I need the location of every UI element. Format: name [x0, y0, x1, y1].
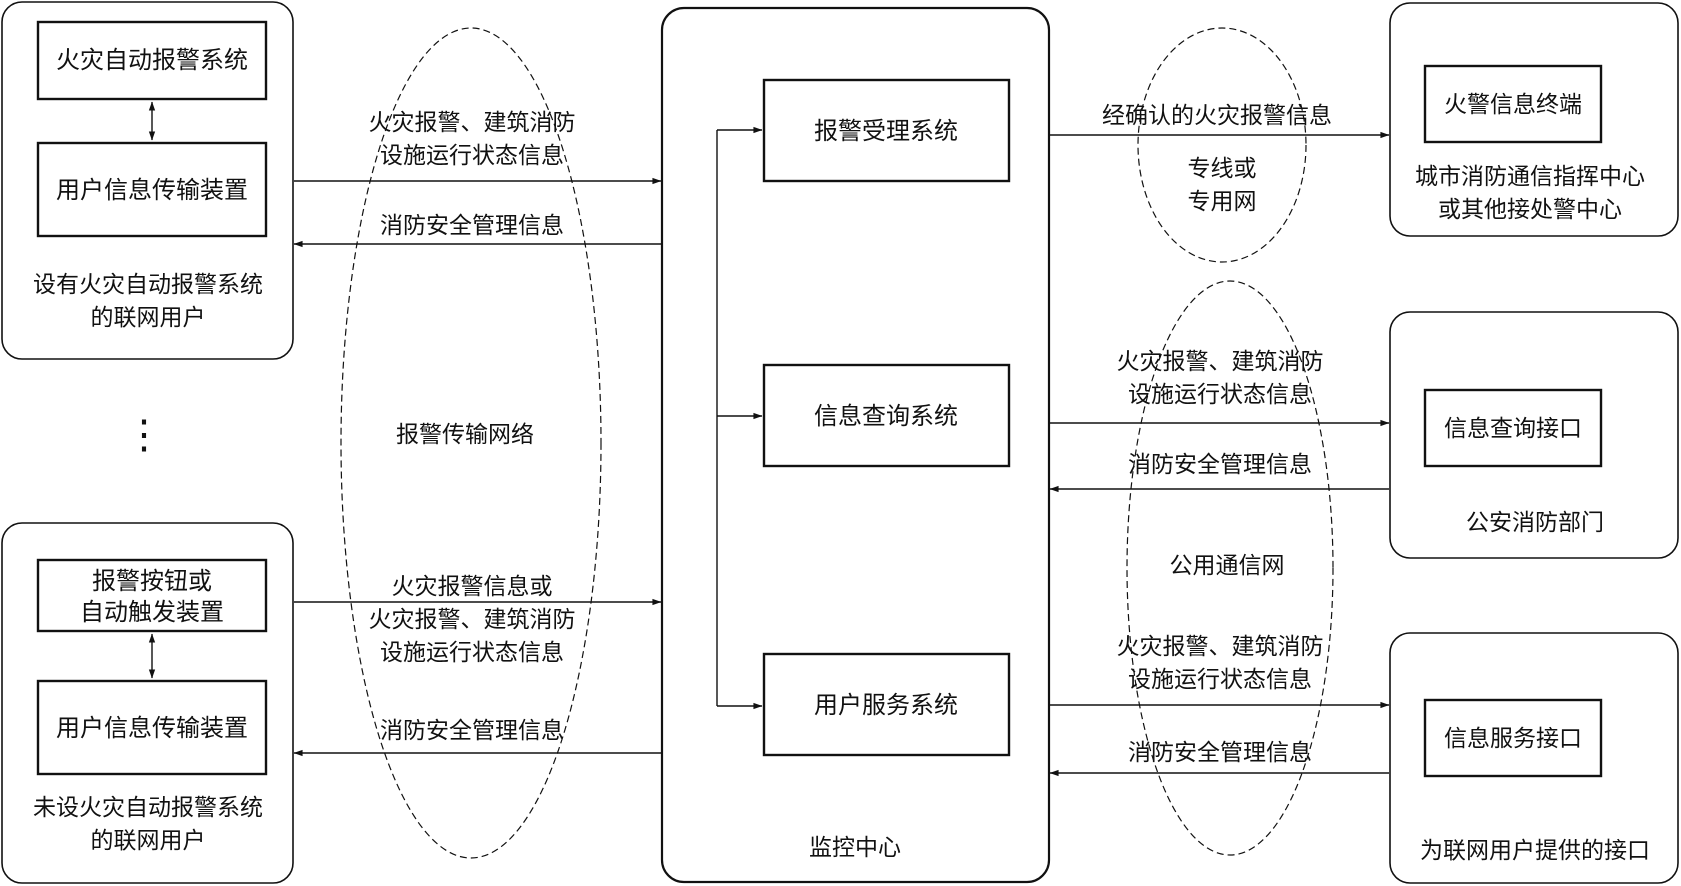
alarm-button-box [36, 558, 268, 633]
fire-alarm-system-label: 火灾自动报警系统 [56, 46, 248, 74]
dedicated-network-ellipse [1137, 27, 1307, 263]
networked-user-with-alarm-caption-2: 的联网用户 [91, 305, 206, 331]
alarm-button-label-2: 自动触发装置 [80, 598, 224, 626]
query-status-info-label-2: 设施运行状态信息 [1128, 382, 1312, 408]
fire-alarm-terminal-label: 火警信息终端 [1444, 92, 1582, 118]
user-info-transmission-device-label-top: 用户信息传输装置 [56, 176, 248, 204]
user-interface-caption: 为联网用户提供的接口 [1420, 838, 1650, 864]
public-network-ellipse [1126, 280, 1334, 856]
info-service-interface-label: 信息服务接口 [1444, 726, 1582, 752]
user-info-transmission-device-label-bottom: 用户信息传输装置 [56, 714, 248, 742]
user-service-system-label: 用户服务系统 [814, 691, 958, 719]
user-info-transmission-device-box-bottom [36, 679, 268, 776]
user-service-system-box [762, 652, 1011, 757]
user-info-transmission-device-box-top [36, 141, 268, 238]
query-safety-info-label: 消防安全管理信息 [1128, 452, 1312, 478]
networked-user-without-alarm-caption-2: 的联网用户 [91, 828, 206, 854]
fire-alarm-terminal-box [1423, 64, 1603, 144]
info-query-system-box [762, 363, 1011, 468]
service-safety-info-label: 消防安全管理信息 [1128, 740, 1312, 766]
alarm-acceptance-system-box [762, 78, 1011, 183]
bottom-alarm-info-label-3: 设施运行状态信息 [380, 640, 564, 666]
dispatch-center-caption-1: 城市消防通信指挥中心 [1415, 164, 1645, 190]
info-service-interface-box [1423, 698, 1603, 778]
top-safety-info-label: 消防安全管理信息 [380, 213, 564, 239]
info-query-system-label: 信息查询系统 [814, 402, 958, 430]
alarm-transmission-network-ellipse [340, 27, 602, 859]
bottom-safety-info-label: 消防安全管理信息 [380, 718, 564, 744]
confirmed-alarm-info-label: 经确认的火灾报警信息 [1102, 103, 1332, 129]
service-status-info-label-2: 设施运行状态信息 [1128, 667, 1312, 693]
networked-user-without-alarm-caption-1: 未设火灾自动报警系统 [33, 795, 263, 821]
query-status-info-label-1: 火灾报警、建筑消防 [1117, 349, 1324, 375]
top-status-info-label-2: 设施运行状态信息 [380, 143, 564, 169]
bottom-alarm-info-label-2: 火灾报警、建筑消防 [369, 607, 576, 633]
alarm-transmission-network-label: 报警传输网络 [396, 422, 534, 448]
info-query-interface-box [1423, 388, 1603, 468]
networked-user-with-alarm-caption-1: 设有火灾自动报警系统 [33, 272, 263, 298]
info-query-interface-label: 信息查询接口 [1444, 416, 1582, 442]
bottom-alarm-info-label-1: 火灾报警信息或 [392, 574, 553, 600]
dispatch-center-caption-2: 或其他接处警中心 [1438, 197, 1622, 223]
top-status-info-label-1: 火灾报警、建筑消防 [369, 110, 576, 136]
fire-alarm-system-box [36, 20, 268, 101]
alarm-button-label-1: 报警按钮或 [92, 567, 212, 595]
alarm-acceptance-system-label: 报警受理系统 [814, 117, 958, 145]
vertical-ellipsis: ⋮ [124, 412, 164, 458]
public-network-label: 公用通信网 [1170, 553, 1285, 579]
dedicated-network-label-2: 专用网 [1188, 189, 1257, 215]
monitoring-center-label: 监控中心 [809, 835, 901, 861]
dedicated-network-label-1: 专线或 [1188, 156, 1257, 182]
fire-department-caption: 公安消防部门 [1466, 510, 1604, 536]
service-status-info-label-1: 火灾报警、建筑消防 [1117, 634, 1324, 660]
